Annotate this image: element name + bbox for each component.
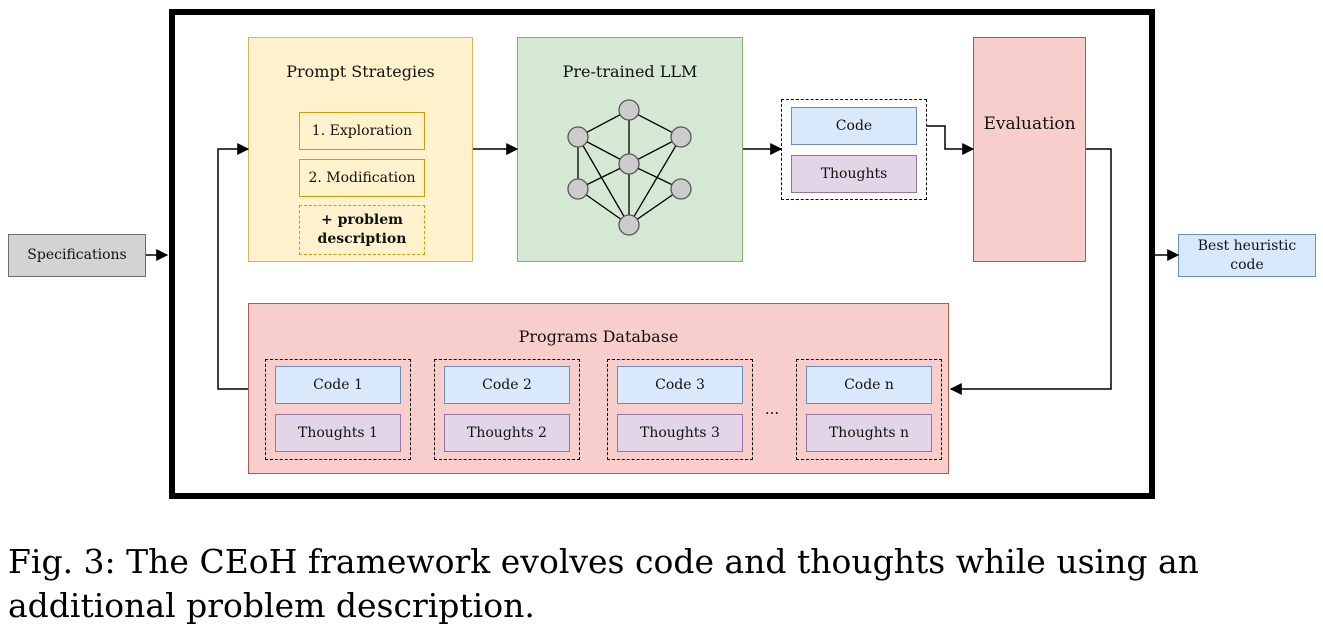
db-entry-3-thoughts: Thoughts 3 xyxy=(617,414,743,452)
problem-description-box: + problem description xyxy=(299,205,425,255)
output-thoughts-label: Thoughts xyxy=(820,165,888,182)
db-entry-n-code: Code n xyxy=(806,366,932,404)
db-entry-3-code: Code 3 xyxy=(617,366,743,404)
specifications-box: Specifications xyxy=(8,234,146,277)
db-entry-3 xyxy=(607,359,753,460)
arrow-evaluation-to-database xyxy=(949,148,1112,395)
prompt-strategies-title: Prompt Strategies xyxy=(286,61,435,81)
specifications-label: Specifications xyxy=(27,247,127,263)
best-heuristic-code-label: Best heuristic code xyxy=(1197,237,1297,273)
db-entry-1-thoughts: Thoughts 1 xyxy=(275,414,401,452)
db-entry-n-thoughts: Thoughts n xyxy=(806,414,932,452)
strategy-modification-label: 2. Modification xyxy=(308,169,416,186)
output-code-label: Code xyxy=(835,117,873,134)
evaluation-label: Evaluation xyxy=(983,114,1076,134)
db-entry-1-code: Code 1 xyxy=(275,366,401,404)
output-thoughts-box: Thoughts xyxy=(791,155,917,193)
db-entry-n-thoughts-label: Thoughts n xyxy=(828,424,910,441)
db-entry-1-code-label: Code 1 xyxy=(313,376,363,393)
db-entry-2-code-label: Code 2 xyxy=(482,376,532,393)
db-entry-3-code-label: Code 3 xyxy=(655,376,705,393)
output-code-box: Code xyxy=(791,107,917,145)
strategy-modification: 2. Modification xyxy=(299,159,425,197)
problem-description-label: + problem description xyxy=(317,212,407,247)
neural-network-icon xyxy=(567,99,692,236)
db-entry-2 xyxy=(434,359,580,460)
strategy-exploration: 1. Exploration xyxy=(299,112,425,150)
db-ellipsis: ... xyxy=(764,399,780,418)
db-entry-3-thoughts-label: Thoughts 3 xyxy=(640,424,720,441)
llm-title: Pre-trained LLM xyxy=(562,61,698,81)
db-entry-2-thoughts: Thoughts 2 xyxy=(444,414,570,452)
db-entry-2-code: Code 2 xyxy=(444,366,570,404)
db-entry-n xyxy=(796,359,942,460)
db-entry-2-thoughts-label: Thoughts 2 xyxy=(467,424,547,441)
prompt-strategies-box: Prompt Strategies 1. Exploration 2. Modi… xyxy=(248,37,473,262)
db-entry-n-code-label: Code n xyxy=(844,376,894,393)
figure-caption: Fig. 3: The CEoH framework evolves code … xyxy=(8,542,1199,625)
evaluation-box: Evaluation xyxy=(973,37,1086,262)
strategy-exploration-label: 1. Exploration xyxy=(311,122,413,139)
framework-frame xyxy=(169,9,1155,499)
arrow-database-to-prompt xyxy=(217,143,250,390)
db-entry-1 xyxy=(265,359,411,460)
db-entry-1-thoughts-label: Thoughts 1 xyxy=(298,424,378,441)
best-heuristic-code-box: Best heuristic code xyxy=(1178,234,1316,277)
programs-database-title: Programs Database xyxy=(518,326,679,346)
arrow-output-to-evaluation xyxy=(927,125,975,155)
